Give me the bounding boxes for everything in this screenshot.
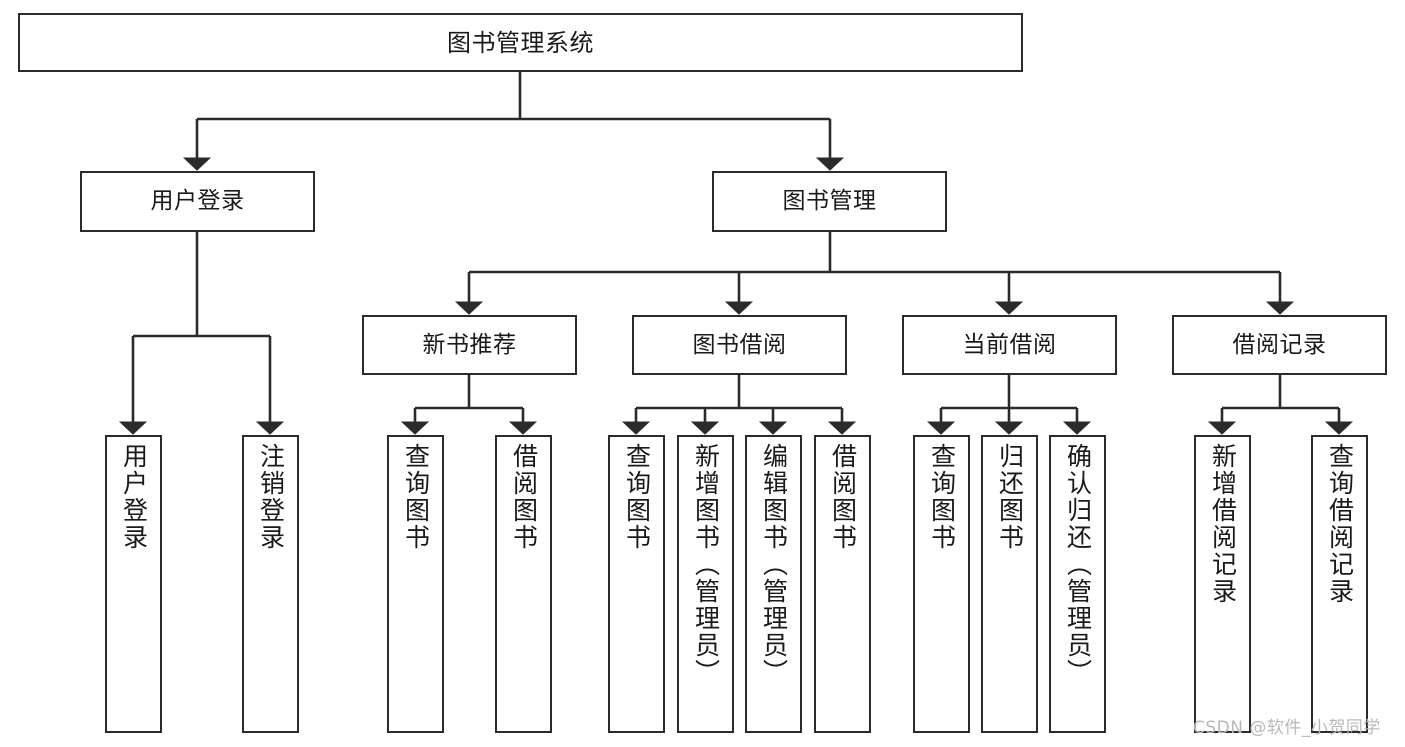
leaf-new-book-borrow-book[interactable]: 借阅图书 — [495, 435, 552, 733]
leaf-book-borrow-edit-book-admin[interactable]: 编辑图书（管理员） — [745, 435, 802, 733]
node-label: 图书借阅 — [692, 331, 787, 358]
node-label: 查询图书 — [401, 443, 431, 551]
node-book-management[interactable]: 图书管理 — [712, 171, 947, 232]
leaf-current-borrow-return-book[interactable]: 归还图书 — [981, 435, 1038, 733]
node-label: 查询图书 — [622, 443, 652, 551]
node-current-borrowing[interactable]: 当前借阅 — [902, 315, 1117, 375]
node-label: 用户登录 — [150, 188, 245, 215]
node-user-login[interactable]: 用户登录 — [80, 171, 315, 232]
leaf-user-login-logout[interactable]: 注销登录 — [242, 435, 299, 733]
leaf-book-borrow-add-book-admin[interactable]: 新增图书（管理员） — [677, 435, 734, 733]
node-root-book-management-system[interactable]: 图书管理系统 — [18, 13, 1023, 72]
node-label: 查询图书 — [927, 443, 957, 551]
leaf-book-borrow-borrow-book[interactable]: 借阅图书 — [814, 435, 871, 733]
node-label: 确认归还（管理员） — [1063, 443, 1093, 686]
node-label: 借阅记录 — [1232, 331, 1327, 358]
node-label: 图书管理 — [782, 188, 877, 215]
leaf-current-borrow-query-book[interactable]: 查询图书 — [913, 435, 970, 733]
node-label: 新增借阅记录 — [1208, 443, 1238, 605]
leaf-new-book-query-book[interactable]: 查询图书 — [387, 435, 444, 733]
node-label: 新书推荐 — [422, 331, 517, 358]
node-label: 新增图书（管理员） — [691, 443, 721, 686]
node-label: 借阅图书 — [509, 443, 539, 551]
leaf-borrow-record-query-record[interactable]: 查询借阅记录 — [1311, 435, 1368, 733]
node-label: 用户登录 — [119, 443, 149, 551]
node-label: 图书管理系统 — [447, 28, 594, 57]
node-new-book-recommendation[interactable]: 新书推荐 — [362, 315, 577, 375]
leaf-borrow-record-add-record[interactable]: 新增借阅记录 — [1194, 435, 1251, 733]
node-borrowing-record[interactable]: 借阅记录 — [1172, 315, 1387, 375]
node-label: 编辑图书（管理员） — [759, 443, 789, 686]
leaf-user-login-login[interactable]: 用户登录 — [105, 435, 162, 733]
watermark-csdn: CSDN @软件_小贺同学 — [1193, 718, 1381, 738]
node-book-borrowing[interactable]: 图书借阅 — [632, 315, 847, 375]
leaf-book-borrow-query-book[interactable]: 查询图书 — [608, 435, 665, 733]
node-label: 查询借阅记录 — [1325, 443, 1355, 605]
node-label: 当前借阅 — [962, 331, 1057, 358]
leaf-current-borrow-confirm-return-admin[interactable]: 确认归还（管理员） — [1049, 435, 1106, 733]
node-label: 归还图书 — [995, 443, 1025, 551]
node-label: 借阅图书 — [828, 443, 858, 551]
node-label: 注销登录 — [256, 443, 286, 551]
